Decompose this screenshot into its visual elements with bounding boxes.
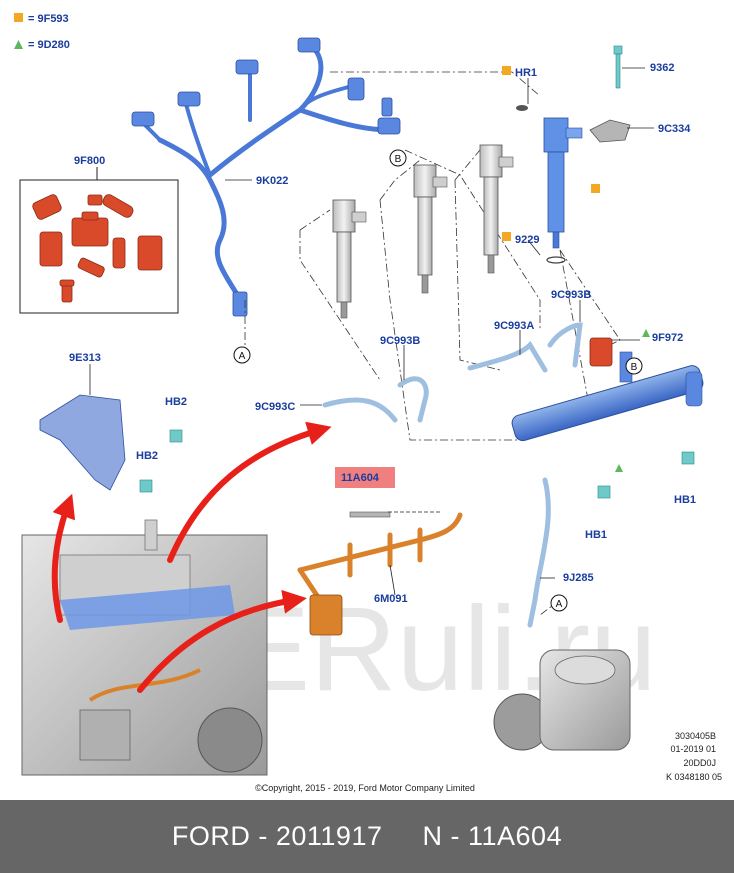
washer-9229-icon <box>546 256 566 264</box>
part-number-footer: FORD - 2011917 N - 11A604 <box>0 800 734 873</box>
callout-9C993C[interactable]: 9C993C <box>255 401 295 413</box>
injector-2[interactable] <box>413 164 448 294</box>
highlight-11A604 <box>335 467 395 488</box>
callout-HB2[interactable]: HB2 <box>136 450 158 462</box>
bolt-hb1-icon[interactable] <box>597 485 611 499</box>
callout-9C334[interactable]: 9C334 <box>658 123 691 135</box>
callout-HB1[interactable]: HB1 <box>674 494 696 506</box>
harness-connectors-icon <box>131 37 401 317</box>
legend: = 9F593 = 9D280 <box>14 13 70 51</box>
parts-diagram: ERuli.ru = 9F593 = 9D280 <box>14 13 722 793</box>
callout-HB1[interactable]: HB1 <box>585 529 607 541</box>
callout-9C993A[interactable]: 9C993A <box>494 320 534 332</box>
part-9F800-box <box>19 179 179 314</box>
marker-9F593-icon <box>502 232 511 241</box>
drawing-code: 20DD0J <box>683 758 716 768</box>
marker-9D280-icon <box>642 329 650 337</box>
bolt-9362-icon[interactable] <box>613 45 623 89</box>
marker-9F593-icon <box>502 66 511 75</box>
fuel-pump[interactable] <box>493 649 631 751</box>
callout-9C993B[interactable]: 9C993B <box>551 289 591 301</box>
callout-9J285[interactable]: 9J285 <box>563 572 594 584</box>
legend-triangle-icon <box>14 40 23 49</box>
injector-3[interactable] <box>479 144 514 274</box>
harness-connector-icon <box>309 594 343 636</box>
glow-plug-11A604-icon[interactable] <box>349 511 391 518</box>
legend-triangle-text: = 9D280 <box>28 39 70 51</box>
legend-square-text: = 9F593 <box>28 13 69 25</box>
bolts-group[interactable] <box>139 429 695 499</box>
bolt-hb2-icon[interactable] <box>169 429 183 443</box>
harness-6M091[interactable] <box>297 512 463 603</box>
callout-HB2[interactable]: HB2 <box>165 396 187 408</box>
hr1-washer-icon <box>516 105 528 111</box>
footer-part-left: FORD - 2011917 <box>171 821 383 851</box>
drawing-code: K 0348180 05 <box>666 772 722 782</box>
engine-illustration <box>21 519 268 776</box>
legend-square-icon <box>14 13 23 22</box>
circle-label-A: A <box>239 351 246 362</box>
red-arrows <box>51 421 332 693</box>
bracket-9E313-icon[interactable] <box>39 394 126 491</box>
fuel-lines[interactable] <box>322 322 583 628</box>
drawing-code: 3030405B <box>675 731 716 741</box>
callout-leaders <box>89 67 654 596</box>
red-caps-icon <box>32 194 163 303</box>
marker-9D280-icon <box>615 464 623 472</box>
drawing-codes: 3030405B 01-2019 01 20DD0J K 0348180 05 <box>666 731 722 782</box>
copyright-text: ©Copyright, 2015 - 2019, Ford Motor Comp… <box>255 783 475 793</box>
drawing-code: 01-2019 01 <box>670 744 716 754</box>
injectors-group[interactable] <box>332 117 583 319</box>
callout-9K022[interactable]: 9K022 <box>256 175 288 187</box>
callout-9229[interactable]: 9229 <box>515 234 539 246</box>
circle-label-B: B <box>395 154 402 165</box>
footer-spacer <box>383 821 423 852</box>
bolt-hb1-icon[interactable] <box>681 451 695 465</box>
callout-11A604[interactable]: 11A604 <box>341 472 380 484</box>
circle-labels: B A B A <box>233 149 643 612</box>
marker-9F593-icon <box>591 184 600 193</box>
callout-9C993B[interactable]: 9C993B <box>380 335 420 347</box>
circle-label-B: B <box>631 362 638 373</box>
callout-6M091[interactable]: 6M091 <box>374 593 408 605</box>
leader-lines <box>244 71 621 616</box>
injector-1[interactable] <box>332 199 367 319</box>
callout-HR1[interactable]: HR1 <box>515 67 537 79</box>
injector-highlighted[interactable] <box>543 117 583 264</box>
part-9F800-group[interactable] <box>19 167 179 314</box>
bolt-hb2-icon[interactable] <box>139 479 153 493</box>
clamp-9C334-icon[interactable] <box>589 119 631 143</box>
callout-9F800[interactable]: 9F800 <box>74 155 105 167</box>
footer-part-right: N - 11A604 <box>422 821 563 851</box>
callout-labels: 9F800 9K022 9E313 HB2 HB2 9C993C 9C993B … <box>69 62 696 605</box>
circle-label-A: A <box>556 599 563 610</box>
callout-9362[interactable]: 9362 <box>650 62 674 74</box>
callout-9F972[interactable]: 9F972 <box>652 332 683 344</box>
callout-9E313[interactable]: 9E313 <box>69 352 101 364</box>
pressure-sensor-9F972-icon[interactable] <box>589 337 613 367</box>
